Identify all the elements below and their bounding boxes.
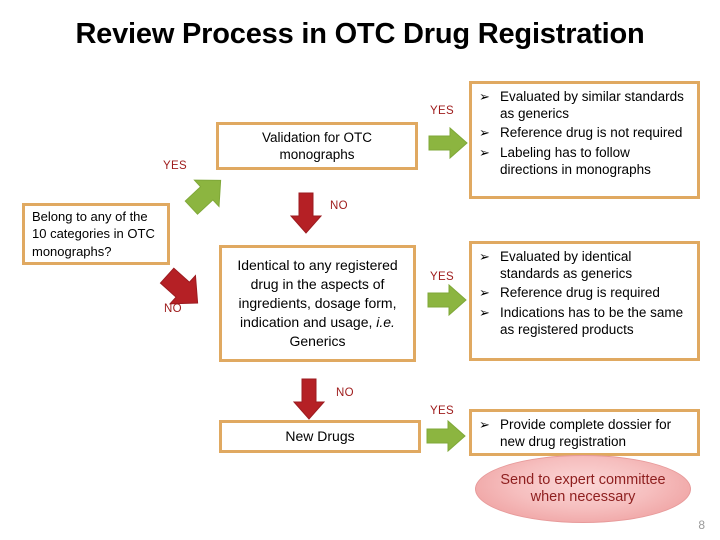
list-item-label: Evaluated by similar standards as generi… [500, 89, 684, 121]
callout-oval-expert-committee: Send to expert committee when necessary [475, 455, 691, 523]
process-box-new-drugs-label: New Drugs [285, 427, 355, 444]
list-item-label: Reference drug is required [500, 285, 660, 301]
list-item-label: Indications has to be the same as regist… [500, 305, 684, 337]
list-item: ➢ Evaluated by identical standards as gen… [477, 249, 691, 282]
page-number: 8 [698, 518, 705, 532]
decision-box-belong-to-categories[interactable]: Belong to any of the 10 categories in OT… [22, 203, 170, 265]
list-item: ➢ Labeling has to follow directions in mo… [477, 145, 691, 178]
flow-label-yes-identical: YES [430, 271, 454, 283]
flow-label-no-belong: NO [164, 303, 182, 315]
page-title: Review Process in OTC Drug Registration [75, 18, 645, 50]
arrowhead-bullet-icon: ➢ [479, 285, 490, 301]
arrowhead-bullet-icon: ➢ [479, 145, 490, 161]
list-item-label: Evaluated by identical standards as gene… [500, 249, 633, 281]
list-item: ➢ Evaluated by similar standards as gener… [477, 89, 691, 122]
arrowhead-bullet-icon: ➢ [479, 89, 490, 104]
result-list-monographs: ➢ Evaluated by similar standards as gener… [477, 89, 691, 179]
result-box-new-drugs: ➢ Provide complete dossier for new drug r… [469, 409, 700, 456]
list-item: ➢ Provide complete dossier for new drug r… [477, 417, 691, 450]
green-diagonal-up-right-arrow-icon [182, 172, 230, 216]
decision-box-identical-registered-drug[interactable]: Identical to any registered drug in the … [219, 245, 416, 362]
list-item-label: Labeling has to follow directions in mon… [500, 145, 651, 177]
green-right-arrow-icon [426, 419, 466, 453]
identical-text-italic: i.e. [376, 314, 395, 331]
result-box-monographs: ➢ Evaluated by similar standards as gener… [469, 81, 700, 199]
decision-box-identical-label: Identical to any registered drug in the … [222, 256, 413, 351]
red-diagonal-down-right-arrow-icon [156, 265, 208, 313]
list-item: ➢ Indications has to be the same as regis… [477, 305, 691, 338]
green-right-arrow-icon [427, 283, 467, 317]
red-down-arrow-icon [292, 378, 326, 420]
identical-text-post: Generics [289, 333, 346, 350]
list-item-label: Reference drug is not required [500, 125, 683, 141]
list-item-label: Provide complete dossier for new drug re… [500, 417, 672, 449]
red-down-arrow-icon [289, 192, 323, 234]
process-box-validation-label: Validation for OTC monographs [261, 129, 373, 162]
arrowhead-bullet-icon: ➢ [479, 125, 490, 141]
flow-label-yes-new-drugs: YES [430, 405, 454, 417]
list-item: ➢ Reference drug is required [477, 285, 691, 302]
result-box-generics: ➢ Evaluated by identical standards as gen… [469, 241, 700, 361]
flow-label-no-validation: NO [330, 200, 348, 212]
identical-text-pre: Identical to any registered drug in the … [237, 256, 398, 331]
list-item: ➢ Reference drug is not required [477, 125, 691, 142]
decision-box-belong-label: Belong to any of the 10 categories in OT… [32, 208, 155, 259]
green-right-arrow-icon [428, 126, 468, 160]
process-box-new-drugs[interactable]: New Drugs [219, 420, 421, 453]
result-list-new-drugs: ➢ Provide complete dossier for new drug r… [477, 417, 691, 450]
arrowhead-bullet-icon: ➢ [479, 417, 490, 432]
result-list-generics: ➢ Evaluated by identical standards as gen… [477, 249, 691, 339]
arrowhead-bullet-icon: ➢ [479, 249, 490, 264]
process-box-validation-otc-monographs[interactable]: Validation for OTC monographs [216, 122, 418, 170]
flow-label-yes-belong: YES [163, 160, 187, 172]
callout-oval-label: Send to expert committee when necessary [500, 471, 666, 505]
flow-label-no-identical: NO [336, 387, 354, 399]
flow-label-yes-validation: YES [430, 105, 454, 117]
arrowhead-bullet-icon: ➢ [479, 305, 490, 321]
